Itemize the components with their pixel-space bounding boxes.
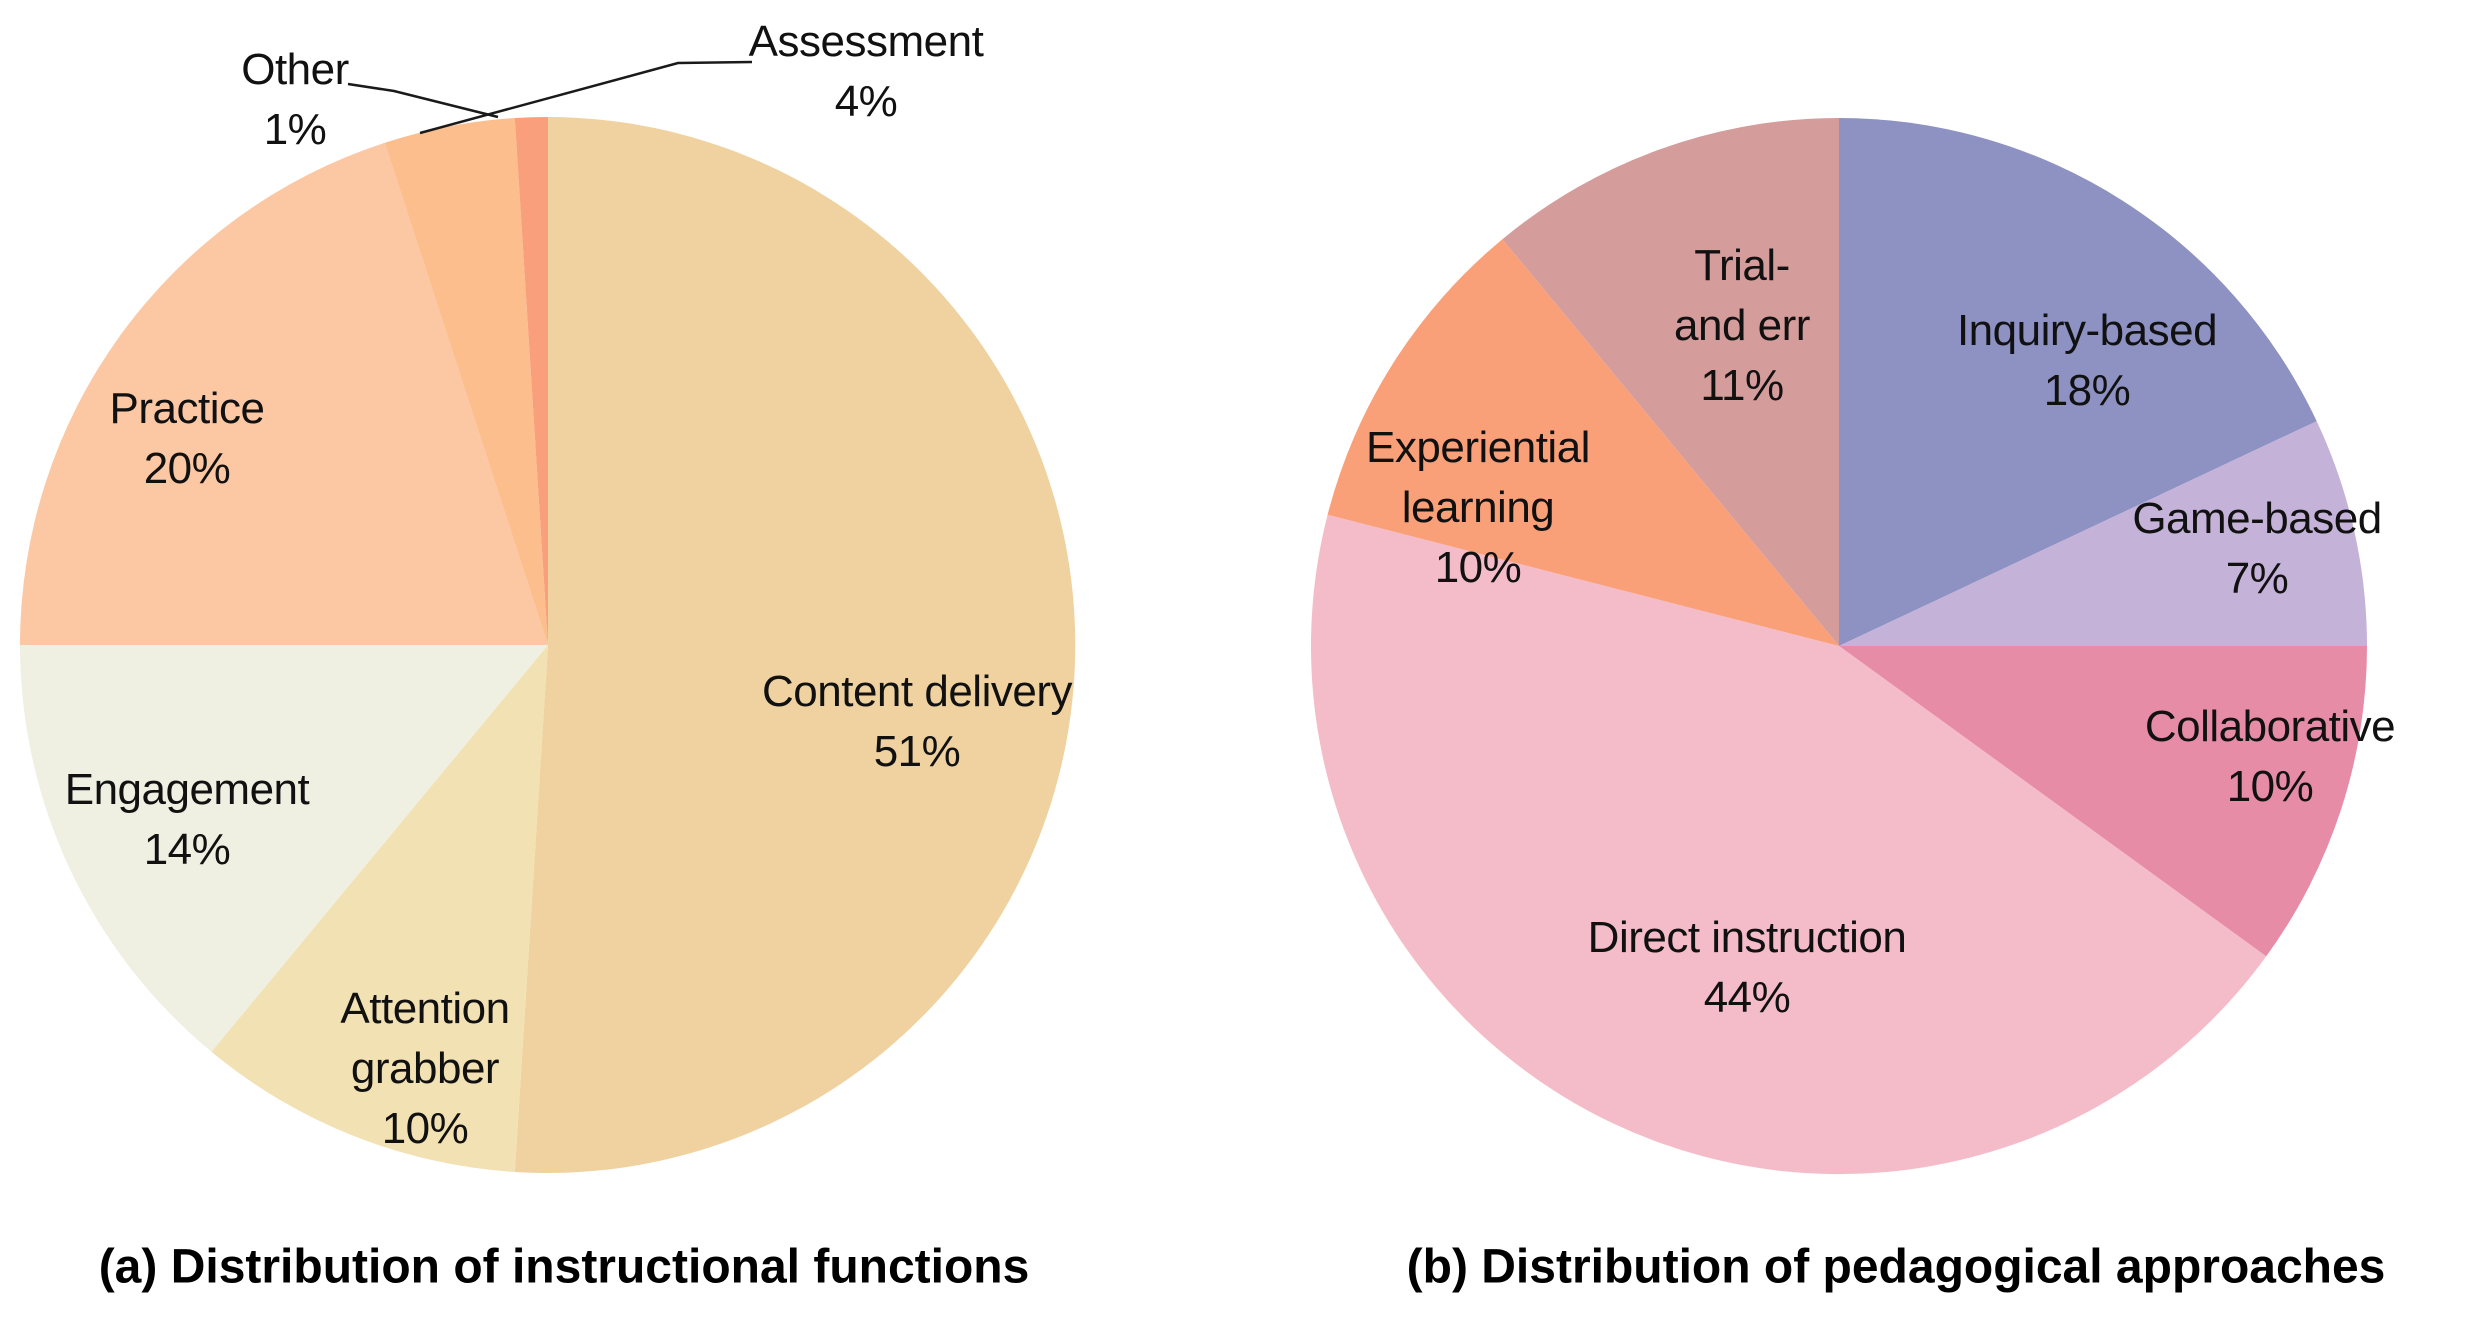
pie-b-slice-game-based <box>1839 421 2367 646</box>
pie-a-slice-engagement <box>20 645 548 1052</box>
label-direct-instruction-percent: 44% <box>1703 973 1791 1022</box>
label-content-delivery: Content delivery 51% <box>762 662 1072 782</box>
label-assessment: Assessment 4% <box>749 12 984 132</box>
label-trial-and-err: Trial-and err 11% <box>1674 236 1810 416</box>
label-trial-and-err-text-line: and err <box>1674 301 1810 350</box>
pie-a-slice-content-delivery <box>514 117 1076 1173</box>
label-engagement-text-line: Engagement <box>64 765 310 814</box>
label-trial-and-err-text-line: Trial- <box>1694 241 1790 290</box>
leader-line-assessment <box>419 60 753 135</box>
pie-b-slice-collaborative <box>1839 646 2367 957</box>
caption-chart-b: (b) Distribution of pedagogical approach… <box>1406 1240 2386 1294</box>
pie-a-slice-other <box>514 116 548 646</box>
pie-a-slice-attention-grabber <box>211 645 548 1172</box>
label-content-delivery-text-line: Content delivery <box>762 667 1072 716</box>
label-engagement: Engagement 14% <box>65 760 310 880</box>
label-inquiry-based-percent: 18% <box>2043 366 2131 415</box>
label-game-based: Game-based 7% <box>2132 489 2382 609</box>
label-direct-instruction: Direct instruction 44% <box>1588 908 1907 1028</box>
pie-b-slice-inquiry-based <box>1839 118 2317 646</box>
label-trial-and-err-percent: 11% <box>1700 361 1784 410</box>
label-experiential-learning-text-line: learning <box>1401 483 1555 532</box>
label-experiential-learning-percent: 10% <box>1434 543 1522 592</box>
label-assessment-text-line: Assessment <box>748 17 984 66</box>
label-attention-grabber-text-line: grabber <box>350 1044 500 1093</box>
label-other-percent: 1% <box>263 105 327 154</box>
label-engagement-percent: 14% <box>143 825 231 874</box>
label-direct-instruction-text-line: Direct instruction <box>1587 913 1907 962</box>
label-content-delivery-percent: 51% <box>873 727 961 776</box>
label-experiential-learning: Experiential learning 10% <box>1366 418 1590 598</box>
pie-a-slice-practice <box>19 142 548 646</box>
label-collaborative: Collaborative 10% <box>2144 697 2396 817</box>
label-collaborative-percent: 10% <box>2226 762 2314 811</box>
caption-chart-a: (a) Distribution of instructional functi… <box>98 1240 1030 1294</box>
label-experiential-learning-text-line: Experiential <box>1366 423 1590 472</box>
pie-b-slice-trial-and-err <box>1502 118 1839 646</box>
label-other-text-line: Other <box>241 45 349 94</box>
label-collaborative-text-line: Collaborative <box>2144 702 2396 751</box>
label-inquiry-based: Inquiry-based 18% <box>1956 301 2218 421</box>
label-practice-percent: 20% <box>143 444 231 493</box>
label-attention-grabber-percent: 10% <box>381 1104 469 1153</box>
label-assessment-percent: 4% <box>834 77 898 126</box>
pie-a-slice-assessment <box>384 118 548 645</box>
leader-line-other <box>347 82 499 119</box>
label-other: Other 1% <box>241 40 349 160</box>
label-attention-grabber: Attention grabber 10% <box>340 979 510 1159</box>
label-game-based-text-line: Game-based <box>2132 494 2382 543</box>
pie-b-slice-experiential-learning <box>1327 239 1839 646</box>
label-practice-text-line: Practice <box>109 384 265 433</box>
label-practice: Practice 20% <box>110 379 265 499</box>
pie-b-slice-direct-instruction <box>1310 514 2267 1175</box>
label-attention-grabber-text-line: Attention <box>340 984 510 1033</box>
label-game-based-percent: 7% <box>2225 554 2289 603</box>
label-inquiry-based-text-line: Inquiry-based <box>1956 306 2218 355</box>
